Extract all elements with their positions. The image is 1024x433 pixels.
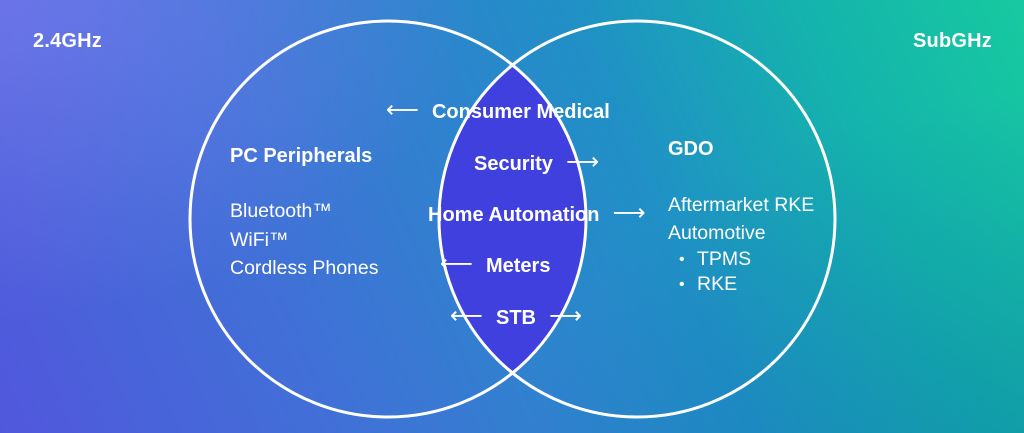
- intersection-row-meters: ⟵ Meters: [440, 251, 551, 278]
- left-circle-content: PC Peripherals Bluetooth™ WiFi™ Cordless…: [230, 144, 379, 283]
- band-label-subghz: SubGHz: [913, 30, 992, 52]
- intersection-row-consumer-medical: ⟵ Consumer Medical: [386, 97, 610, 124]
- left-circle-item-cordless-phones: Cordless Phones: [230, 257, 379, 279]
- intersection-label-consumer-medical: Consumer Medical: [431, 101, 610, 123]
- intersection-lens: [439, 65, 586, 373]
- sub-item-label-tpms: TPMS: [697, 248, 752, 270]
- intersection-row-security: Security ⟶: [474, 149, 599, 176]
- left-circle-title: PC Peripherals: [230, 145, 373, 167]
- band-label-2-4ghz: 2.4GHz: [33, 30, 103, 52]
- right-circle-content: GDO Aftermarket RKE Automotive • TPMS • …: [668, 137, 814, 297]
- right-circle-outline: [437, 19, 837, 419]
- intersection-label-meters: Meters: [485, 255, 551, 277]
- bullet-icon: •: [679, 276, 685, 293]
- arrow-left-icon: ⟵: [450, 303, 483, 329]
- intersection-label-home-automation: Home Automation: [428, 204, 600, 226]
- left-circle-outline: [188, 19, 588, 419]
- arrow-right-icon: ⟶: [548, 303, 582, 329]
- intersection-row-home-automation: Home Automation ⟶: [428, 200, 646, 227]
- arrow-left-icon: ⟵: [440, 251, 473, 277]
- sub-item-label-rke: RKE: [697, 273, 738, 295]
- intersection-row-stb: ⟵ STB ⟶: [450, 303, 582, 330]
- intersection-label-security: Security: [474, 153, 553, 175]
- bullet-icon: •: [679, 251, 685, 268]
- right-circle-item-aftermarket-rke: Aftermarket RKE: [668, 194, 815, 216]
- arrow-right-icon: ⟶: [612, 200, 646, 226]
- arrow-right-icon: ⟶: [565, 149, 599, 175]
- left-circle-item-bluetooth: Bluetooth™: [230, 200, 332, 222]
- right-circle-title: GDO: [668, 138, 714, 160]
- intersection-label-stb: STB: [495, 307, 536, 329]
- left-circle-item-wifi: WiFi™: [230, 228, 289, 251]
- right-circle-sub-item-tpms: • TPMS: [668, 247, 814, 272]
- right-circle-item-automotive: Automotive: [668, 222, 766, 244]
- arrow-left-icon: ⟵: [386, 97, 419, 123]
- right-circle-sub-item-rke: • RKE: [668, 272, 814, 297]
